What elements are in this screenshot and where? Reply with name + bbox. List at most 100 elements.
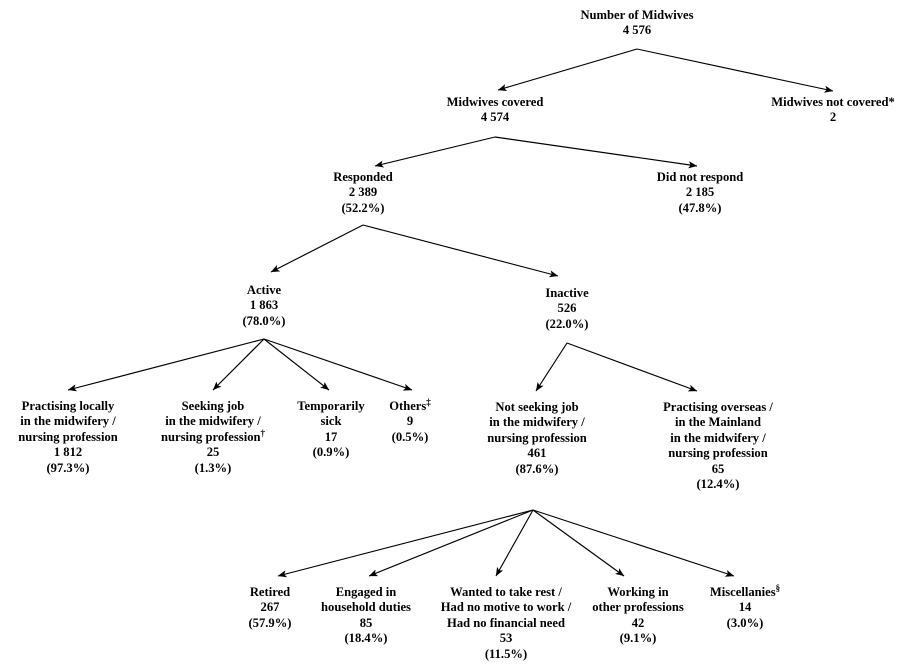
node-covered-count: 4 574 (480, 110, 510, 125)
edge-not-seeking-to-miscellanies (532, 509, 735, 577)
node-others-line1: Others‡ (389, 396, 431, 414)
edge-inactive-to-practising-overseas (566, 342, 698, 392)
node-did-not-respond-count: 2 185 (685, 185, 715, 200)
node-inactive-label: Inactive (545, 286, 589, 300)
node-total-midwives: Number of Midwives 4 576 (580, 8, 693, 39)
node-seeking-job: Seeking job in the midwifery / nursing p… (161, 399, 265, 476)
node-active-count: 1 863 (249, 298, 279, 313)
node-miscellanies-line1: Miscellanies§ (709, 582, 781, 600)
node-not-seeking-job-line1: Not seeking job (495, 400, 579, 414)
node-temporarily-sick-line1: Temporarily (297, 399, 365, 413)
node-other-professions-percent: (9.1%) (619, 631, 657, 646)
edge-responded-to-active (270, 224, 364, 273)
edge-not-seeking-to-household-duties (368, 509, 534, 577)
node-seeking-job-line2: in the midwifery / (165, 414, 261, 429)
node-seeking-job-footnote-marker: † (260, 427, 266, 438)
node-wanted-rest-line1: Wanted to take rest / (450, 585, 562, 599)
node-miscellanies-percent: (3.0%) (726, 615, 764, 630)
node-miscellanies-count: 14 (738, 600, 752, 615)
node-other-professions-count: 42 (631, 615, 645, 630)
node-responded-count: 2 389 (348, 185, 378, 200)
node-seeking-job-percent: (1.3%) (194, 460, 232, 475)
node-responded-label: Responded (333, 170, 393, 184)
edge-not-seeking-to-other-professions (532, 509, 625, 577)
node-practising-locally: Practising locally in the midwifery / nu… (18, 399, 118, 476)
node-covered-label: Midwives covered (446, 95, 544, 109)
node-not-seeking-job-count: 461 (527, 446, 547, 461)
node-active: Active 1 863 (78.0%) (242, 283, 285, 329)
edge-total-to-not-covered (636, 48, 834, 93)
edge-active-to-seeking-job (212, 338, 265, 391)
node-wanted-rest-percent: (11.5%) (484, 646, 528, 661)
node-responded: Responded 2 389 (52.2%) (333, 170, 393, 216)
node-practising-overseas-percent: (12.4%) (696, 477, 740, 492)
node-retired-percent: (57.9%) (248, 615, 292, 630)
node-midwives-covered: Midwives covered 4 574 (447, 95, 544, 126)
node-total-label: Number of Midwives (580, 8, 694, 22)
node-miscellanies-footnote-marker: § (775, 582, 781, 593)
node-wanted-rest-count: 53 (499, 631, 513, 646)
node-practising-locally-count: 1 812 (53, 445, 83, 460)
node-household-duties-line2: household duties (321, 600, 411, 615)
node-practising-overseas-count: 65 (711, 461, 725, 476)
node-practising-overseas-line4: nursing profession (668, 446, 768, 461)
node-inactive-count: 526 (557, 301, 577, 316)
node-retired-count: 267 (260, 600, 280, 615)
node-other-professions-line1: Working in (607, 585, 669, 599)
node-retired-line1: Retired (249, 585, 291, 599)
node-responded-percent: (52.2%) (341, 200, 385, 215)
node-inactive: Inactive 526 (22.0%) (545, 286, 588, 332)
node-not-seeking-job: Not seeking job in the midwifery / nursi… (487, 400, 587, 477)
node-seeking-job-line3-text: nursing profession (161, 429, 261, 444)
edge-active-to-practising-locally (67, 338, 265, 392)
edge-total-to-covered (497, 48, 638, 92)
node-practising-locally-percent: (97.3%) (46, 460, 90, 475)
node-active-label: Active (246, 283, 282, 297)
node-practising-overseas-line3: in the midwifery / (670, 430, 766, 445)
node-midwives-not-covered: Midwives not covered* 2 (771, 95, 895, 126)
edge-responded-to-inactive (362, 224, 559, 278)
node-household-duties-count: 85 (359, 615, 373, 630)
node-practising-locally-line3: nursing profession (18, 429, 118, 444)
node-practising-locally-line2: in the midwifery / (20, 414, 116, 429)
node-others-footnote-marker: ‡ (426, 396, 431, 407)
node-other-professions-line2: other professions (592, 600, 684, 615)
edge-covered-to-responded (374, 136, 496, 168)
node-total-count: 4 576 (622, 23, 652, 38)
node-not-seeking-job-line2: in the midwifery / (489, 415, 585, 430)
node-practising-overseas-line1: Practising overseas / (663, 400, 773, 414)
node-household-duties-percent: (18.4%) (344, 631, 388, 646)
node-seeking-job-count: 25 (206, 445, 220, 460)
node-wanted-rest-line2: Had no motive to work / (440, 600, 572, 615)
node-others-percent: (0.5%) (391, 429, 429, 444)
node-household-duties-line1: Engaged in (335, 585, 397, 599)
edge-not-seeking-to-wanted-rest (495, 509, 534, 577)
node-retired: Retired 267 (57.9%) (248, 585, 291, 631)
edge-covered-to-did-not-respond (494, 136, 698, 169)
node-wanted-rest-line3: Had no financial need (447, 615, 565, 630)
node-did-not-respond: Did not respond 2 185 (47.8%) (657, 170, 744, 216)
node-miscellanies-line1-text: Miscellanies (709, 585, 776, 599)
edge-inactive-to-not-seeking-job (535, 342, 568, 392)
node-household-duties: Engaged in household duties 85 (18.4%) (321, 585, 411, 647)
node-not-covered-count: 2 (829, 110, 837, 125)
node-wanted-rest: Wanted to take rest / Had no motive to w… (441, 585, 571, 662)
node-practising-locally-line1: Practising locally (21, 399, 115, 413)
node-temporarily-sick-percent: (0.9%) (312, 445, 350, 460)
node-others-count: 9 (406, 414, 414, 429)
node-temporarily-sick-count: 17 (324, 429, 338, 444)
node-did-not-respond-percent: (47.8%) (678, 200, 722, 215)
node-temporarily-sick: Temporarily sick 17 (0.9%) (297, 399, 364, 461)
node-practising-overseas: Practising overseas / in the Mainland in… (663, 400, 773, 492)
node-inactive-percent: (22.0%) (545, 316, 589, 331)
node-others: Others‡ 9 (0.5%) (389, 396, 431, 445)
node-did-not-respond-label: Did not respond (656, 170, 744, 184)
node-temporarily-sick-line2: sick (320, 414, 342, 429)
node-miscellanies: Miscellanies§ 14 (3.0%) (709, 582, 781, 631)
edge-not-seeking-to-retired (277, 509, 534, 578)
node-not-seeking-job-line3: nursing profession (487, 430, 587, 445)
node-not-seeking-job-percent: (87.6%) (515, 461, 559, 476)
node-seeking-job-line3: nursing profession† (161, 427, 266, 445)
edge-active-to-others (263, 338, 413, 391)
